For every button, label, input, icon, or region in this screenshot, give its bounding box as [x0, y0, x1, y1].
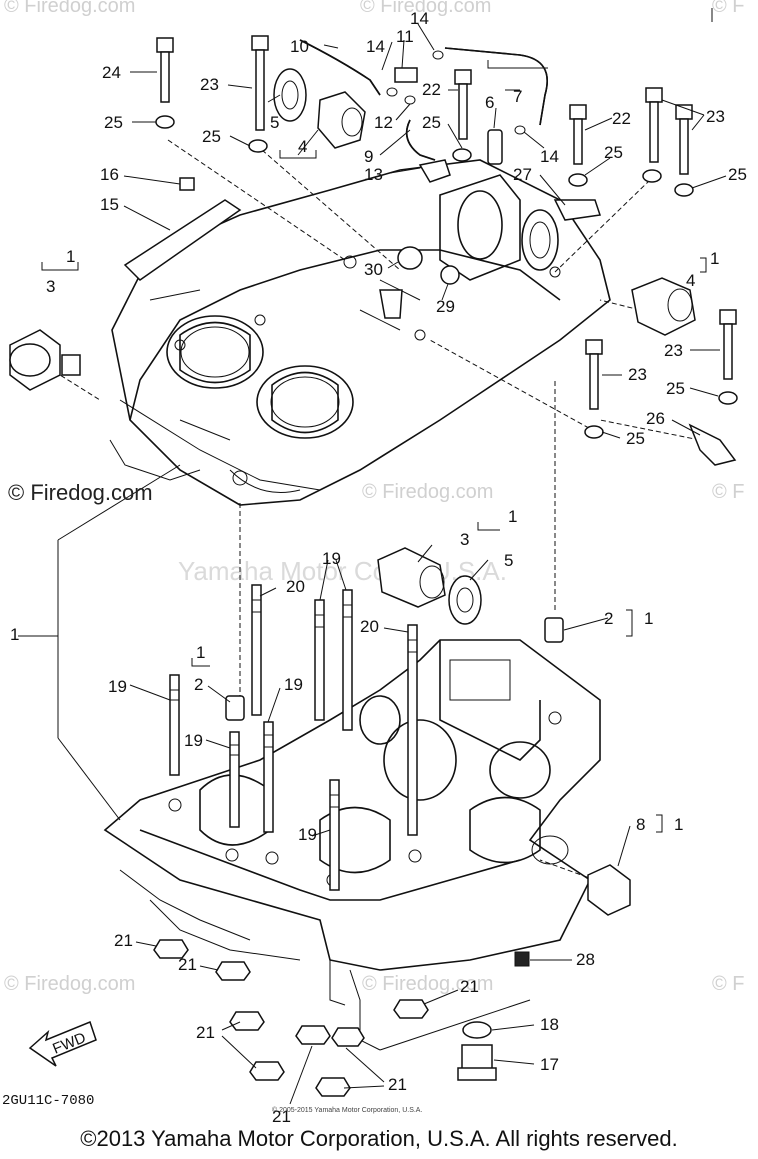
callout-30: 30 — [364, 260, 383, 279]
callout-2: 2 — [194, 675, 203, 694]
watermark-top-center: © Firedog.com — [360, 0, 491, 17]
studs — [169, 584, 418, 891]
callout-24: 24 — [102, 63, 121, 82]
callout-26: 26 — [646, 409, 665, 428]
fwd-label: FWD — [50, 1029, 88, 1058]
callout-29: 29 — [436, 297, 455, 316]
callout-4: 4 — [298, 137, 307, 156]
watermark-top-right: © F — [712, 0, 745, 17]
callout-25: 25 — [626, 429, 645, 448]
callout-5: 5 — [504, 551, 513, 570]
callout-1: 1 — [10, 625, 19, 644]
callout-12: 12 — [374, 113, 393, 132]
callout-21: 21 — [196, 1023, 215, 1042]
callout-23: 23 — [200, 75, 219, 94]
callout-19: 19 — [298, 825, 317, 844]
callout-8: 8 — [636, 815, 645, 834]
copyright-notice: ©2013 Yamaha Motor Corporation, U.S.A. A… — [80, 1126, 678, 1151]
watermark-site-label: © Firedog.com — [8, 480, 153, 505]
callout-14: 14 — [366, 37, 385, 56]
callout-21: 21 — [114, 931, 133, 950]
callout-28: 28 — [576, 950, 595, 969]
watermark-bottom-right: © F — [712, 973, 745, 995]
callout-25: 25 — [666, 379, 685, 398]
callout-19: 19 — [108, 677, 127, 696]
callout-20: 20 — [286, 577, 305, 596]
assembly-lines — [19, 139, 701, 881]
callout-6: 6 — [485, 93, 494, 112]
callout-14: 14 — [410, 9, 429, 28]
callout-2: 2 — [604, 609, 613, 628]
callout-4: 4 — [686, 271, 695, 290]
callout-23: 23 — [664, 341, 683, 360]
callout-13: 13 — [364, 165, 383, 184]
callout-9: 9 — [364, 147, 373, 166]
copyright-small: © 2005-2015 Yamaha Motor Corporation, U.… — [272, 1107, 423, 1114]
diagram-code: 2GU11C-7080 — [2, 1093, 95, 1109]
callout-23: 23 — [706, 107, 725, 126]
callout-20: 20 — [360, 617, 379, 636]
callout-7: 7 — [513, 87, 522, 106]
callout-22: 22 — [422, 80, 441, 99]
callout-23: 23 — [628, 365, 647, 384]
group-brackets — [41, 8, 713, 833]
callout-3: 3 — [460, 530, 469, 549]
bolts — [156, 35, 737, 410]
callout-1: 1 — [710, 249, 719, 268]
fwd-arrow: FWD — [28, 1021, 97, 1067]
watermark-mid-center: © Firedog.com — [362, 481, 493, 503]
callouts: 24 23 25 25 16 15 10 14 11 14 5 4 12 9 1… — [10, 9, 747, 1126]
bearings-and-seals — [9, 68, 696, 1081]
callout-25: 25 — [104, 113, 123, 132]
callout-27: 27 — [513, 165, 532, 184]
callout-17: 17 — [540, 1055, 559, 1074]
leader-lines — [18, 23, 727, 1105]
callout-1: 1 — [674, 815, 683, 834]
callout-18: 18 — [540, 1015, 559, 1034]
brackets — [123, 199, 737, 466]
callout-11: 11 — [396, 27, 414, 46]
callout-21: 21 — [388, 1075, 407, 1094]
callout-21: 21 — [178, 955, 197, 974]
callout-21: 21 — [460, 977, 479, 996]
callout-19: 19 — [322, 549, 341, 568]
callout-10: 10 — [290, 37, 309, 56]
callout-19: 19 — [184, 731, 203, 750]
callout-19: 19 — [284, 675, 303, 694]
callout-14: 14 — [540, 147, 559, 166]
callout-3: 3 — [46, 277, 55, 296]
lower-crankcase — [103, 639, 601, 1051]
callout-15: 15 — [100, 195, 119, 214]
callout-5: 5 — [270, 113, 279, 132]
callout-25: 25 — [422, 113, 441, 132]
callout-1: 1 — [196, 643, 205, 662]
watermark-top-left: © Firedog.com — [4, 0, 135, 17]
callout-22: 22 — [612, 109, 631, 128]
callout-1: 1 — [508, 507, 517, 526]
callout-21: 21 — [272, 1107, 291, 1126]
callout-25: 25 — [604, 143, 623, 162]
callout-1: 1 — [644, 609, 653, 628]
nuts — [153, 939, 429, 1097]
callout-25: 25 — [728, 165, 747, 184]
upper-crankcase — [109, 159, 611, 506]
callout-16: 16 — [100, 165, 119, 184]
callout-1: 1 — [66, 247, 75, 266]
callout-25: 25 — [202, 127, 221, 146]
watermark-bottom-center: © Firedog.com — [362, 973, 493, 995]
watermark-bottom-left: © Firedog.com — [4, 973, 135, 995]
watermark-mid-right: © F — [712, 481, 745, 503]
